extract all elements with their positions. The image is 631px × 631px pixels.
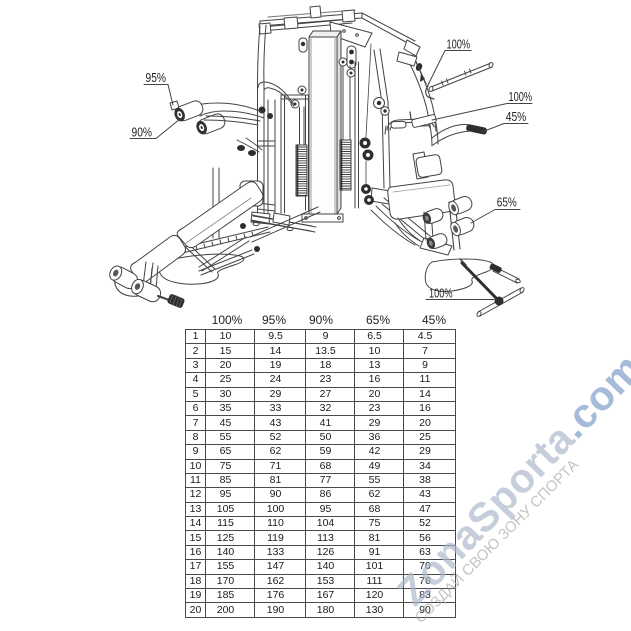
svg-text:100%: 100% [429,286,453,301]
svg-text:65%: 65% [497,194,517,209]
svg-text:100%: 100% [509,89,533,104]
svg-text:95%: 95% [146,70,167,85]
svg-text:90%: 90% [132,125,153,140]
svg-text:100%: 100% [447,36,471,51]
svg-text:45%: 45% [506,109,527,124]
